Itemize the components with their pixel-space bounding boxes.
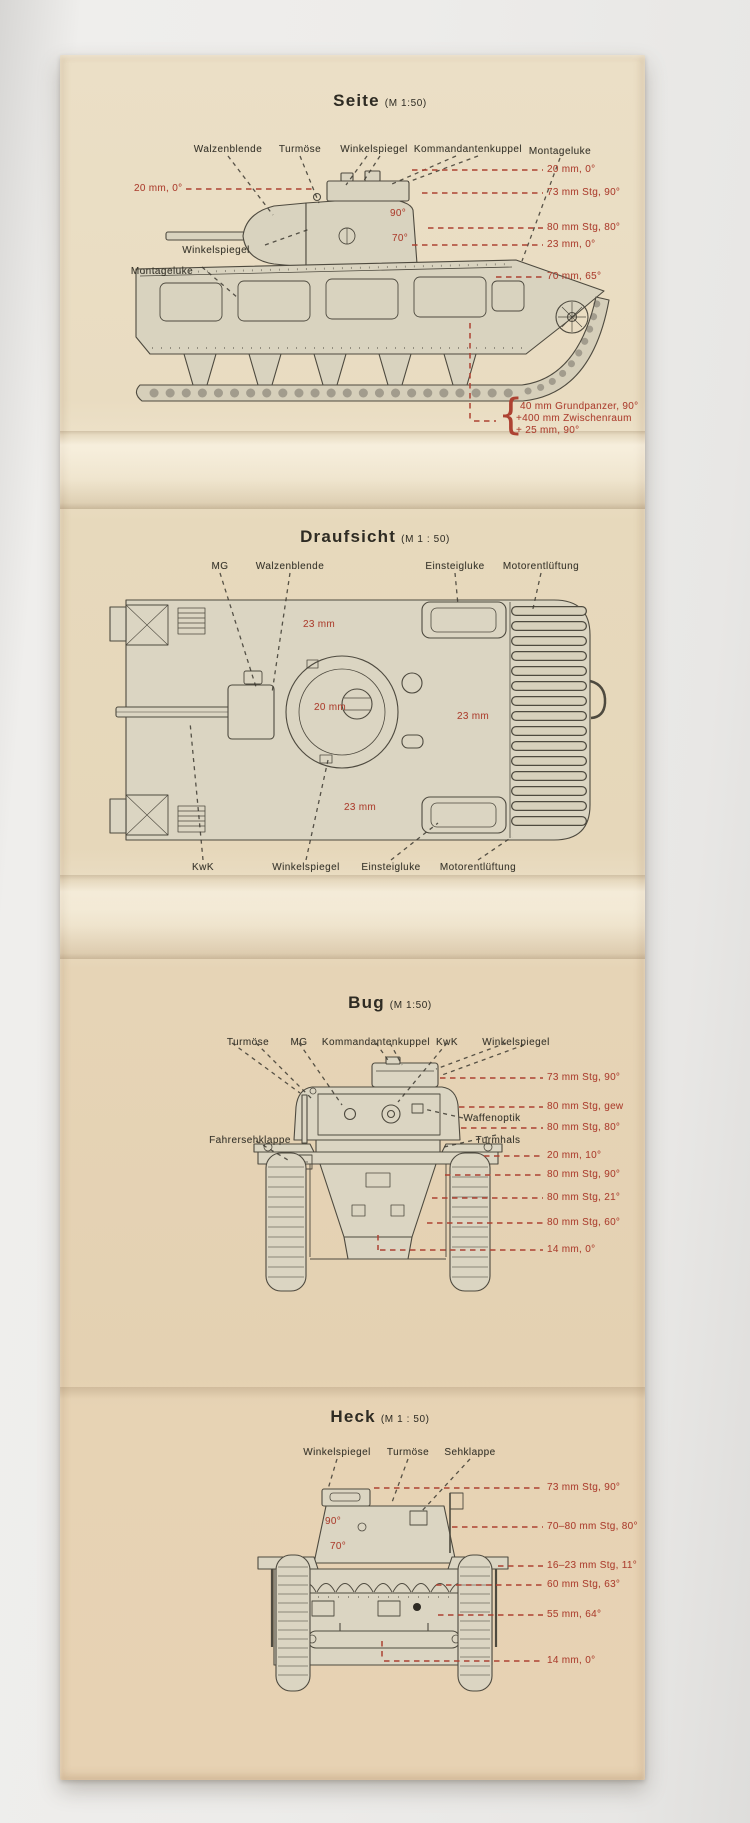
label-kwk: KwK: [436, 1037, 458, 1048]
floor-armor-line2: +400 mm Zwischenraum: [516, 413, 632, 424]
label-walzenblende: Walzenblende: [193, 144, 263, 155]
label-turmoese: Turmöse: [278, 144, 322, 155]
label-winkelspiegel: Winkelspiegel: [303, 1447, 371, 1458]
label-winkelspiegel: Winkelspiegel: [272, 862, 340, 873]
label-kommandantenkuppel: Kommandantenkuppel: [413, 144, 523, 155]
armor-value-center-deck: 20 mm: [313, 702, 347, 713]
armor-value-turret-roof: 73 mm Stg, 90°: [547, 1072, 621, 1083]
label-leader-lines: [231, 1042, 525, 1161]
label-fahrersehklappe: Fahrersehklappe: [209, 1135, 291, 1146]
section-front-view: Bug (M 1:50) Turmöse MG Kommandantenkuppe…: [60, 905, 645, 1385]
label-turmhals: Turmhals: [475, 1135, 521, 1146]
label-walzenblende: Walzenblende: [255, 561, 325, 572]
top-view-diagram: [109, 572, 607, 861]
label-motorentlueftung-bottom: Motorentlüftung: [439, 862, 517, 873]
armor-value-hull-side: 80 mm Stg, 80°: [547, 222, 621, 233]
label-motorentlueftung-top: Motorentlüftung: [502, 561, 580, 572]
armor-value-rear-deck: 23 mm: [343, 802, 377, 813]
label-winkelspiegel: Winkelspiegel: [340, 144, 408, 155]
rear-view-diagram: [257, 1458, 543, 1692]
label-leader-lines: [327, 1458, 471, 1513]
armor-value-turret-curved: 80 mm Stg, gew: [547, 1101, 624, 1112]
tank-rear-drawing: [257, 1488, 509, 1692]
label-montageluke: Montageluke: [528, 146, 592, 157]
turret-side-angle: 70°: [391, 233, 409, 244]
floor-armor-line1: 40 mm Grundpanzer, 90°: [520, 401, 639, 412]
armor-value-turret-front: 80 mm Stg, 80°: [547, 1122, 621, 1133]
section-title: Heck (M 1 : 50): [330, 1407, 429, 1427]
armor-value-left-front: 20 mm, 0°: [134, 183, 183, 194]
armor-value-turret-roof: 73 mm Stg, 90°: [547, 1482, 621, 1493]
label-einsteigluke-bottom: Einsteigluke: [361, 862, 421, 873]
label-winkelspiegel: Winkelspiegel: [482, 1037, 550, 1048]
tank-side-drawing: [135, 170, 610, 402]
label-turmoese: Turmöse: [386, 1447, 430, 1458]
armor-value-rear-lower: 55 mm, 64°: [547, 1609, 602, 1620]
scale-note: (M 1 : 50): [401, 534, 450, 545]
turret-side-angle: 70°: [329, 1541, 347, 1552]
label-einsteigluke-top: Einsteigluke: [425, 561, 485, 572]
armor-value-side-deck: 23 mm: [456, 711, 490, 722]
label-montageluke-left: Montageluke: [130, 266, 194, 277]
label-leader-lines: [189, 572, 542, 861]
armor-value-glacis: 80 mm Stg, 21°: [547, 1192, 621, 1203]
armor-value-driver-plate: 80 mm Stg, 90°: [547, 1169, 621, 1180]
label-winkelspiegel-left: Winkelspiegel: [182, 245, 250, 256]
label-leader-lines: [201, 155, 561, 299]
armor-value-hull-top: 20 mm, 10°: [547, 1150, 602, 1161]
armor-value-nose: 70 mm, 65°: [547, 271, 602, 282]
turret-roof-angle: 90°: [324, 1516, 342, 1527]
section-title: Draufsicht (M 1 : 50): [300, 527, 450, 547]
armor-value-nose: 80 mm Stg, 60°: [547, 1217, 621, 1228]
tank-front-drawing: [253, 1056, 503, 1292]
turret-roof-angle: 90°: [389, 208, 407, 219]
section-top-view: Draufsicht (M 1 : 50) MG Walzenblende Ein…: [60, 455, 645, 905]
scale-note: (M 1:50): [389, 1000, 432, 1011]
front-view-diagram: [231, 1042, 543, 1292]
label-waffenoptik: Waffenoptik: [463, 1113, 521, 1124]
scale-note: (M 1:50): [384, 98, 427, 109]
title-text: Heck: [330, 1407, 376, 1426]
armor-value-floor: 14 mm, 0°: [547, 1244, 596, 1255]
folded-armor-chart-paper: Seite (M 1:50) Walzenblende Turmöse Winke…: [60, 55, 645, 1780]
armor-value-turret-side: 73 mm Stg, 90°: [547, 187, 621, 198]
floor-armor-line3: + 25 mm, 90°: [516, 425, 580, 436]
armor-value-roof: 20 mm, 0°: [547, 164, 596, 175]
floor-armor-brace: {: [498, 390, 524, 440]
armor-value-rear-upper: 60 mm Stg, 63°: [547, 1579, 621, 1590]
label-turmoese: Turmöse: [226, 1037, 270, 1048]
section-side-view: Seite (M 1:50) Walzenblende Turmöse Winke…: [60, 55, 645, 455]
label-kwk: KwK: [192, 862, 214, 873]
label-mg: MG: [211, 561, 229, 572]
armor-measure-lines: [377, 1077, 543, 1251]
section-title: Seite (M 1:50): [333, 91, 427, 111]
title-text: Draufsicht: [300, 527, 397, 546]
tank-top-drawing: [109, 599, 607, 841]
section-rear-view: Heck (M 1 : 50) Winkelspiegel Turmöse Seh…: [60, 1385, 645, 1780]
armor-value-floor: 14 mm, 0°: [547, 1655, 596, 1666]
armor-value-deck: 23 mm, 0°: [547, 239, 596, 250]
title-text: Seite: [333, 91, 380, 110]
scale-note: (M 1 : 50): [380, 1414, 430, 1425]
armor-value-front-deck: 23 mm: [302, 619, 336, 630]
section-title: Bug (M 1:50): [348, 993, 432, 1013]
label-sehklappe: Sehklappe: [444, 1447, 496, 1458]
title-text: Bug: [348, 993, 385, 1012]
armor-value-engine-deck: 16–23 mm Stg, 11°: [547, 1560, 638, 1571]
label-mg: MG: [290, 1037, 308, 1048]
armor-value-turret-rear: 70–80 mm Stg, 80°: [547, 1521, 638, 1532]
label-kommandantenkuppel: Kommandantenkuppel: [321, 1037, 431, 1048]
armor-measure-lines: [374, 1487, 543, 1662]
armor-measure-lines: [186, 169, 543, 422]
side-view-diagram: [135, 155, 610, 422]
